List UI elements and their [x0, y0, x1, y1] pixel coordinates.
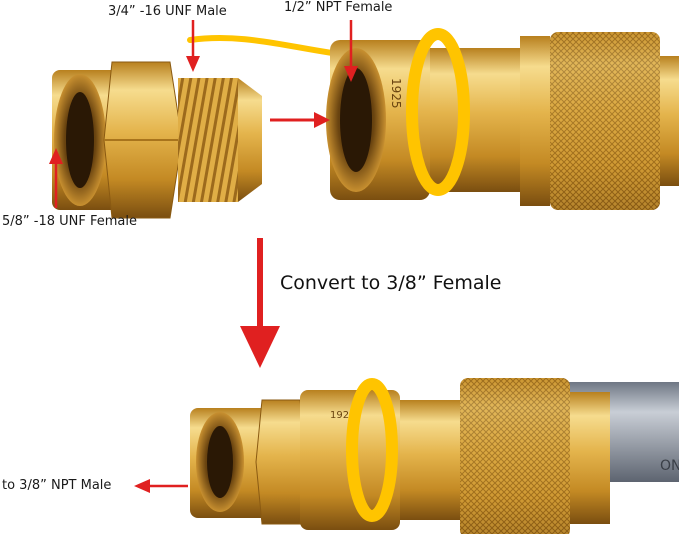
- arrow-right: [314, 112, 330, 128]
- label-npt-female: 1/2” NPT Female: [284, 0, 393, 15]
- arrow-npt-male: [134, 479, 150, 493]
- label-male-thread: 3/4” -16 UNF Male: [108, 4, 227, 19]
- arrow-male-thread: [186, 56, 200, 72]
- hose-print: ON: [660, 458, 679, 474]
- arrow-npt-female: [344, 66, 358, 82]
- fitting-stamp-top: 1925: [389, 78, 403, 109]
- yellow-tag-ring-bottom: [346, 378, 398, 522]
- fitting-stamp-bottom: 1925: [330, 410, 355, 421]
- yellow-tag-ring-top: [406, 28, 470, 196]
- label-unf-female: 5/8” -18 UNF Female: [2, 214, 138, 229]
- assembled-fitting-bottom: 1925: [190, 378, 610, 534]
- label-convert: Convert to 3/8” Female: [280, 272, 502, 294]
- flare-adapter: [52, 61, 262, 219]
- adapter-male-thread: [178, 78, 238, 202]
- arrow-convert-down: [240, 326, 280, 368]
- quick-connect-fitting-top: 1925: [326, 28, 679, 210]
- adapter-flare-tip: [238, 78, 262, 202]
- callout-arrows: [49, 20, 358, 493]
- label-npt-male: to 3/8” NPT Male: [2, 478, 112, 493]
- arrow-unf-female: [49, 148, 63, 164]
